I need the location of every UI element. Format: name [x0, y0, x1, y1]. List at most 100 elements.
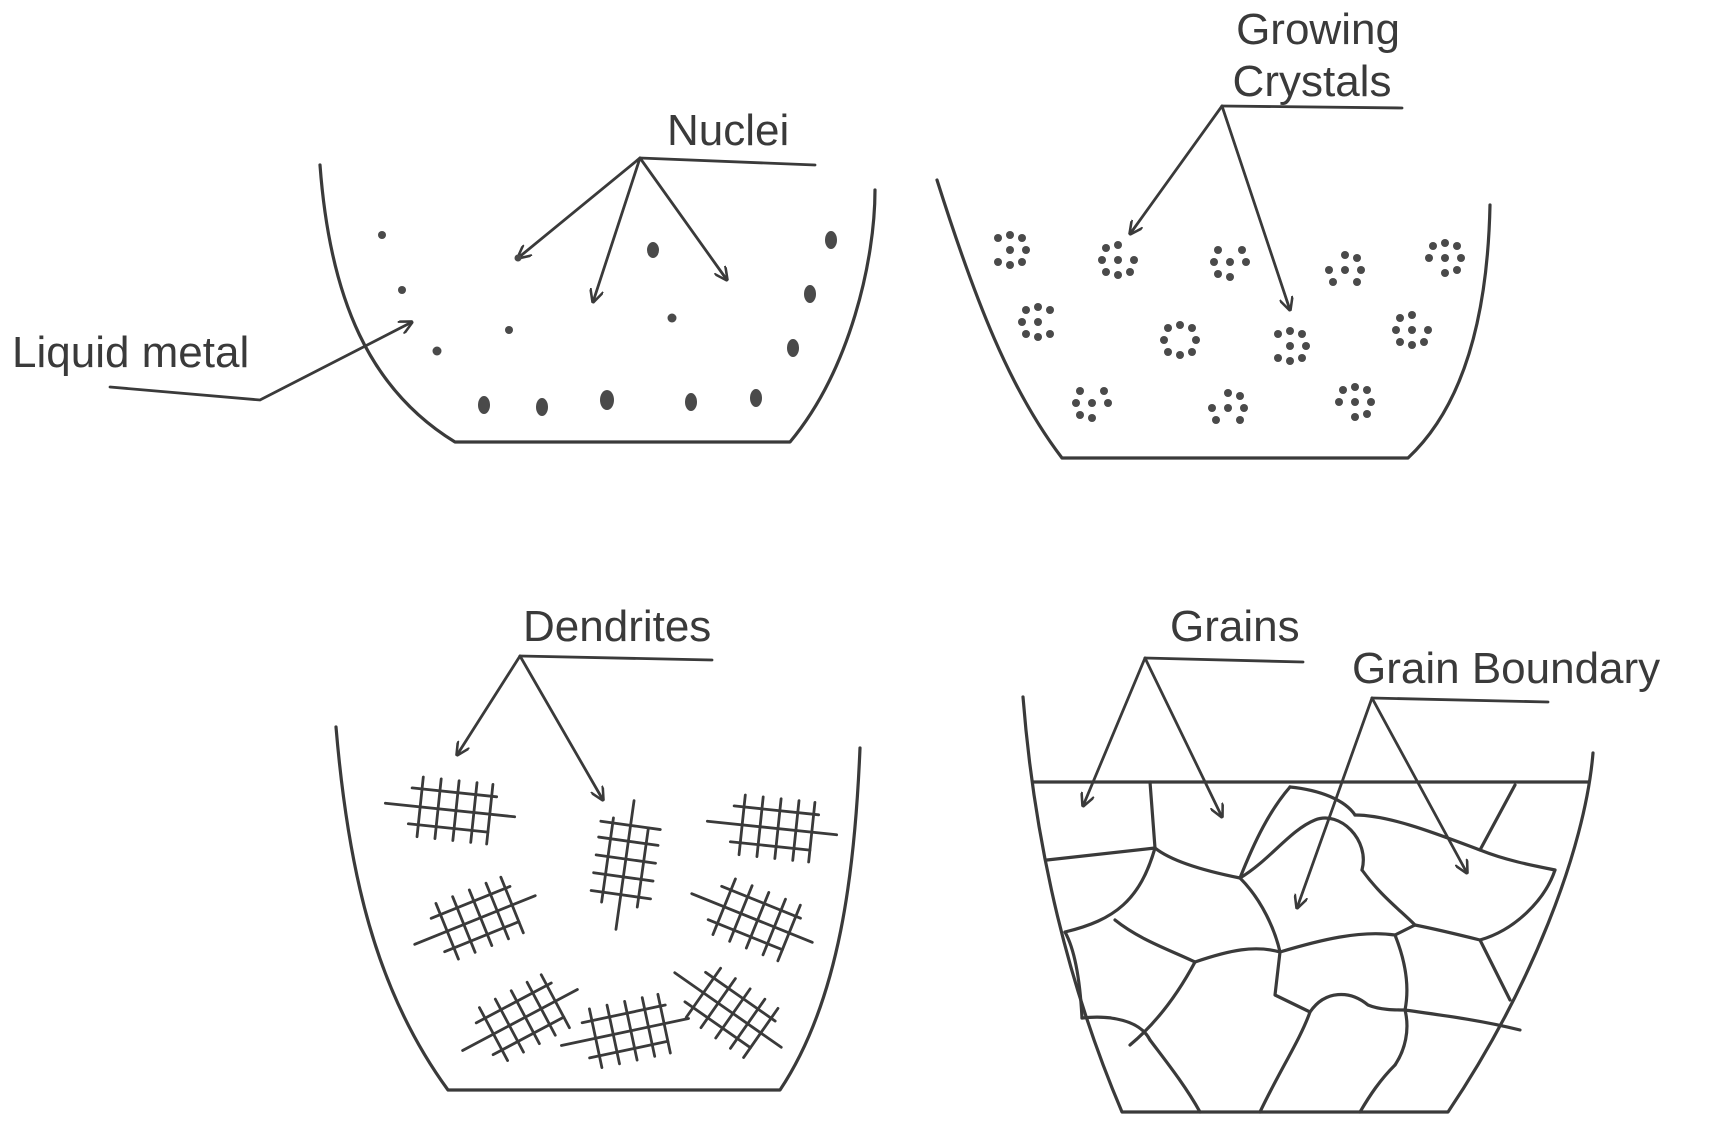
crystal-dot — [1408, 341, 1416, 349]
grain-boundary — [1155, 848, 1240, 878]
nucleus-dot — [433, 347, 442, 356]
crystal-dot — [1034, 333, 1042, 341]
crystal-dot — [1425, 254, 1433, 262]
nucleus-dot — [398, 286, 406, 294]
grain-boundary-arrow-1 — [1297, 698, 1372, 908]
crystal-dot — [1238, 246, 1246, 254]
crystal-dot — [1424, 326, 1432, 334]
crystal-dot — [1208, 404, 1216, 412]
dendrite-arm — [412, 788, 497, 797]
nucleus-dot — [378, 231, 386, 239]
dendrite-branch — [701, 979, 735, 1028]
dendrite-trunk — [616, 801, 634, 930]
crystal-dot — [1114, 271, 1122, 279]
crystal-dot — [1160, 336, 1168, 344]
panel-growing-crystals: Growing Crystals — [937, 5, 1490, 458]
crystal-dot — [1210, 258, 1218, 266]
crystal-cluster — [1335, 383, 1375, 421]
label-grain-boundary: Grain Boundary — [1352, 644, 1660, 693]
crystal-dot — [1226, 258, 1234, 266]
grain-boundary — [1047, 848, 1155, 860]
dendrite — [382, 773, 518, 846]
crystal-dot — [1236, 392, 1244, 400]
crystal-dot — [1088, 414, 1096, 422]
grain-boundary — [1480, 785, 1515, 850]
crystal-dot — [1176, 321, 1184, 329]
crystal-dot — [1367, 398, 1375, 406]
crystal-dot — [1298, 354, 1306, 362]
dendrites-arrow-1 — [457, 656, 520, 755]
crystal-dot — [1224, 404, 1232, 412]
grain-boundary — [1355, 815, 1555, 870]
crystal-dot — [1214, 246, 1222, 254]
crystal-dot — [1114, 256, 1122, 264]
crystal-dot — [1188, 324, 1196, 332]
dendrite-arm — [730, 842, 810, 850]
nuclei-arrow-2 — [593, 158, 640, 302]
crystal-dot — [1076, 387, 1084, 395]
crystal-dot — [1098, 256, 1106, 264]
grain-boundary — [1395, 1010, 1407, 1065]
grain-boundary — [1362, 870, 1415, 925]
crystal-dot — [1188, 348, 1196, 356]
dendrites-arrow-2 — [520, 656, 603, 800]
crystal-dot — [1102, 244, 1110, 252]
dendrite-arm — [602, 818, 614, 902]
crystal-dot — [1286, 327, 1294, 335]
crystal-dot — [1453, 242, 1461, 250]
crystal-dot — [1022, 306, 1030, 314]
crystal-dot — [1441, 254, 1449, 262]
crystal-cluster — [1392, 311, 1432, 349]
grain-boundary — [1240, 818, 1363, 878]
dendrite — [449, 963, 592, 1077]
nucleus-dot — [515, 255, 522, 262]
crystal-dot — [1022, 246, 1030, 254]
dendrite — [586, 796, 664, 933]
nuclei-arrow-1 — [518, 158, 640, 258]
grain-boundary — [1115, 920, 1195, 962]
nuclei-arrow-3 — [640, 158, 727, 280]
grain-boundary — [1280, 934, 1407, 1010]
crystal-dot — [1392, 326, 1400, 334]
crystal-dot — [1104, 399, 1112, 407]
dendrite-arm — [408, 824, 488, 832]
nucleus-dot — [478, 396, 490, 414]
crystal-dot — [1441, 239, 1449, 247]
crystal-dot — [1176, 351, 1184, 359]
crystal-dot — [1339, 386, 1347, 394]
crystal-dot — [1335, 398, 1343, 406]
crystal-cluster — [1208, 389, 1248, 424]
grain-boundary — [1150, 1040, 1200, 1112]
crystal-dot — [1302, 342, 1310, 350]
crystal-cluster — [1160, 321, 1200, 359]
label-grains: Grains — [1170, 602, 1300, 651]
crystal-dot — [1351, 383, 1359, 391]
crystal-cluster — [1098, 241, 1138, 279]
nucleus-dot — [647, 242, 659, 258]
nucleus-dot — [825, 231, 837, 249]
crystal-dot — [1164, 348, 1172, 356]
crystal-dot — [994, 234, 1002, 242]
crystal-cluster — [1274, 327, 1310, 365]
crystal-dot — [1325, 266, 1333, 274]
panel-nuclei: Nuclei Liquid metal — [12, 106, 875, 442]
grain-boundary — [1065, 848, 1155, 932]
dendrite-shapes — [382, 773, 840, 1077]
crystal-dot — [1420, 338, 1428, 346]
crystal-dot — [1351, 413, 1359, 421]
dendrite — [704, 791, 840, 864]
grain-boundary — [1395, 925, 1415, 935]
crystals-arrow-1 — [1130, 106, 1222, 234]
dendrite-arm — [582, 1005, 665, 1023]
crucible-4 — [1023, 697, 1593, 1112]
crystal-dot — [1226, 273, 1234, 281]
crystal-dot — [1286, 342, 1294, 350]
nucleus-dot — [750, 389, 762, 407]
crystal-dot — [1114, 241, 1122, 249]
nucleus-dot — [804, 285, 816, 303]
crystal-clusters — [994, 231, 1465, 424]
grain-boundary-leader-line — [1372, 698, 1548, 702]
crystal-cluster — [1210, 246, 1250, 281]
crystal-dot — [1357, 266, 1365, 274]
nuclei-leader-line — [640, 158, 815, 165]
